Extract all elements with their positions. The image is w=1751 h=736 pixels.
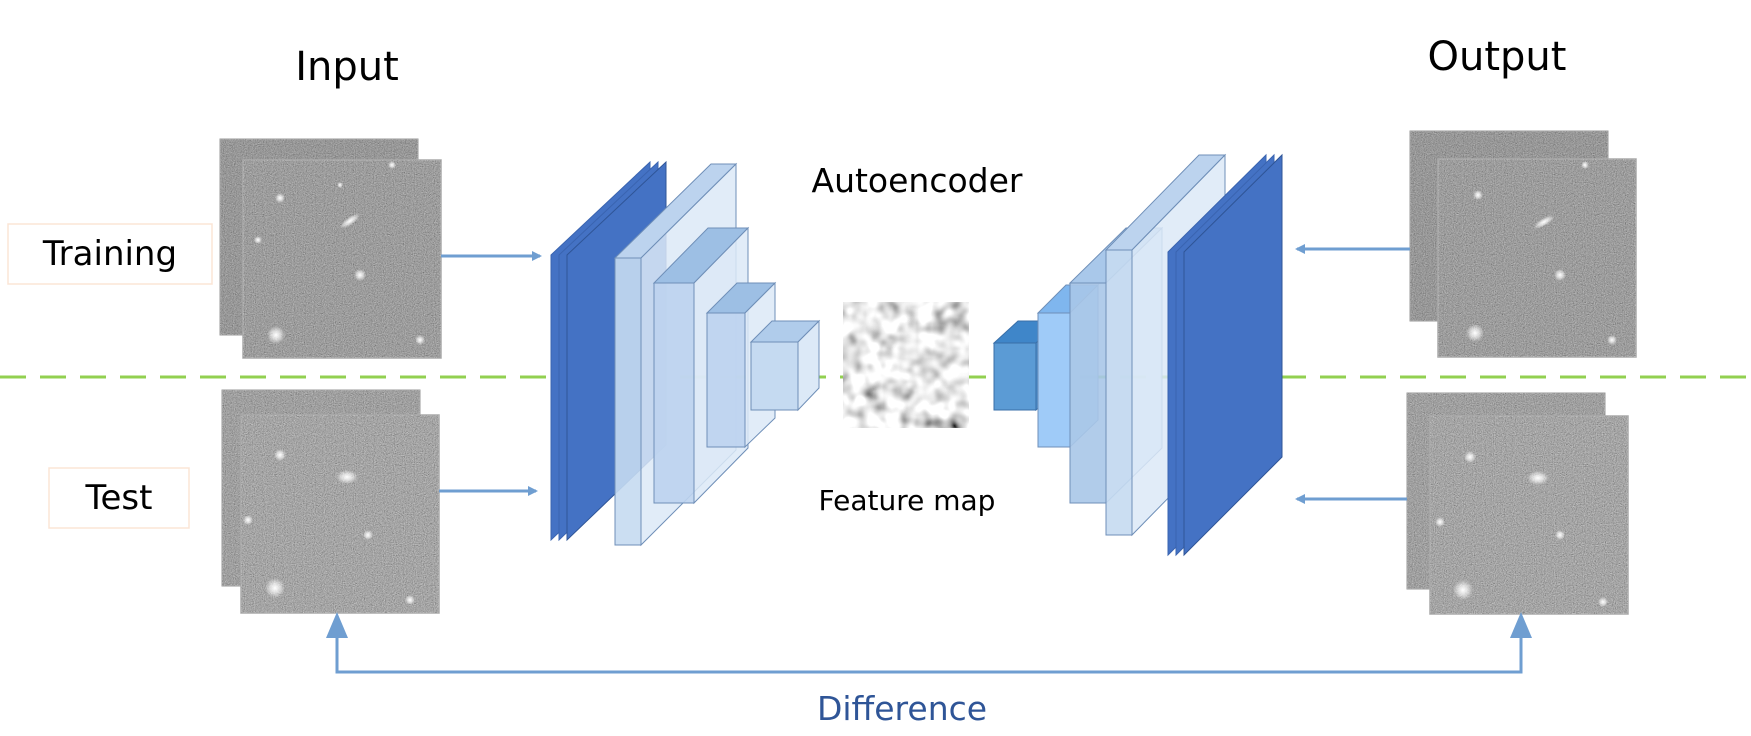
encoder-layers <box>550 160 821 547</box>
output-training-images <box>1409 130 1637 358</box>
training-label: Training <box>42 234 177 274</box>
feature-map-image <box>843 302 969 428</box>
input-training-images <box>219 138 442 359</box>
difference-label: Difference <box>817 689 987 728</box>
decoder-layers <box>992 153 1283 557</box>
output-test-images <box>1406 392 1629 615</box>
input-title: Input <box>295 44 399 90</box>
autoencoder-label: Autoencoder <box>812 161 1023 200</box>
test-label: Test <box>85 478 153 518</box>
test-label-box: Test <box>48 467 190 529</box>
output-title: Output <box>1428 34 1567 80</box>
feature-map-label: Feature map <box>819 484 996 517</box>
input-test-images <box>221 389 440 614</box>
training-label-box: Training <box>7 223 213 285</box>
difference-connector <box>326 612 1532 674</box>
